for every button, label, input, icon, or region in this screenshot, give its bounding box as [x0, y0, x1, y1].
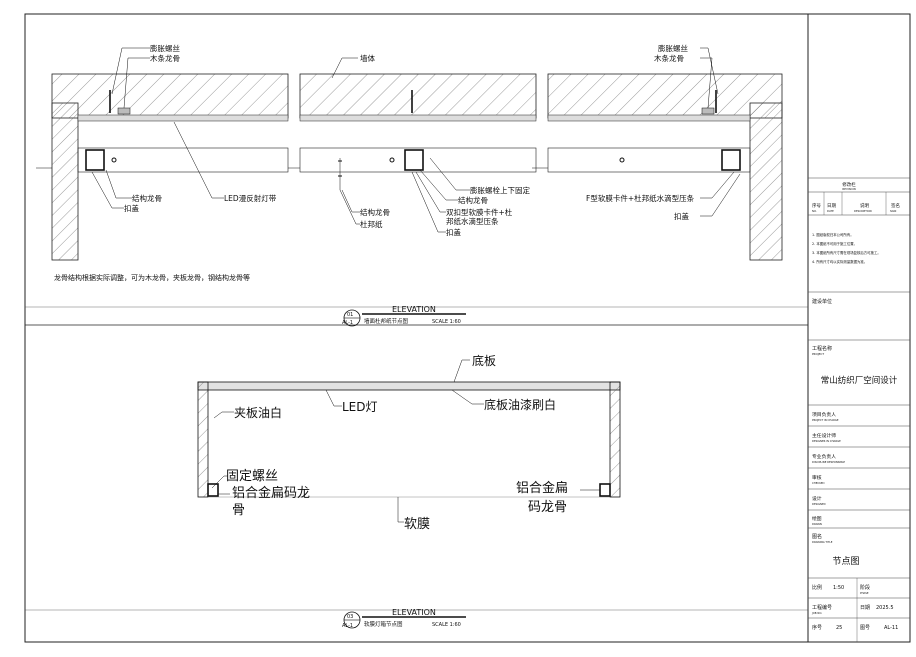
- sheet-border: [24, 13, 911, 643]
- label-right-f-clip: F型软膜卡件+杜邦纸水滴型压条: [586, 193, 695, 203]
- label-mid-dupont-paper: 杜邦纸: [360, 219, 383, 229]
- role-project-in-charge: 项目负责人: [812, 411, 836, 418]
- revision-title-en: REVISION: [842, 187, 855, 191]
- scale-label: 比例: [812, 584, 822, 591]
- label-bottom-base-board: 底板: [472, 353, 496, 368]
- detail-bottom: 底板 LED灯 底板油漆刷白 夹板油白 固定螺丝 铝合金扁码龙 骨 铝合金扁 码…: [197, 353, 621, 532]
- label-bottom-soft-film: 软膜: [404, 517, 430, 532]
- revision-col-desc-en: DESCRIPTION: [854, 209, 872, 213]
- role-drawn: 绘图: [812, 515, 822, 522]
- project-label-en: PROJECT: [812, 352, 824, 356]
- label-bottom-screw: 固定螺丝: [226, 469, 278, 484]
- elevation-1-heading: ELEVATION: [392, 305, 436, 314]
- label-mid-structure-keel: 结构龙骨: [458, 195, 488, 205]
- role-checked: 审核: [812, 474, 822, 481]
- role-designed-en: DESIGNED: [812, 502, 826, 506]
- drawing-title-label: 图名: [812, 533, 822, 540]
- elevation-tag-2: 03 AL-1 ELEVATION 软膜灯箱节点图 SCALE 1:60: [342, 608, 466, 629]
- label-left-anchor-bolt: 膨胀螺丝: [150, 43, 180, 53]
- note-4: 4. 所有尺寸均以实际测量数据为准。: [812, 259, 867, 264]
- label-right-anchor-bolt: 膨胀螺丝: [658, 43, 688, 53]
- elevation-tag-1: 01 AL-1 ELEVATION 墙面杜邦纸节点图 SCALE 1:60: [342, 305, 466, 327]
- label-mid-double-clip-1: 双扣型软膜卡件+杜: [446, 207, 513, 217]
- label-bottom-led: LED灯: [342, 400, 378, 414]
- drawing-no-value: AL-11: [884, 625, 898, 631]
- project-name: 常山纺织厂空间设计: [821, 375, 898, 386]
- elevation-2-number: 03: [347, 614, 353, 620]
- role-drawn-en: DRAWN: [812, 522, 822, 526]
- scale-value: 1:50: [833, 585, 844, 591]
- note-3: 3. 本图纸所有尺寸需在现场复核后方可施工。: [812, 250, 881, 255]
- elevation-1-scale: SCALE 1:60: [432, 319, 461, 325]
- elevation-2-scale: SCALE 1:60: [432, 622, 461, 628]
- revision-title: 修改栏: [842, 181, 856, 188]
- drawing-no-label: 图号: [860, 625, 870, 631]
- date-value: 2025.5: [876, 605, 894, 611]
- revision-col-no: 序号: [812, 202, 821, 209]
- label-left-wood-keel: 木条龙骨: [150, 53, 180, 63]
- stage-label: 阶段: [860, 584, 870, 591]
- label-mid-wall: 墙体: [360, 53, 375, 63]
- note-2: 2. 本图纸不可用于施工位置。: [812, 241, 857, 246]
- label-right-wood-keel: 木条龙骨: [654, 53, 684, 63]
- drawing-title: 节点图: [832, 556, 859, 567]
- project-label: 工程名称: [812, 345, 832, 352]
- revision-col-sign-en: SIGN: [890, 209, 896, 213]
- client-label: 建设单位: [812, 298, 832, 305]
- job-no-label: 工程编号: [812, 604, 832, 611]
- elevation-2-heading: ELEVATION: [392, 608, 436, 617]
- label-bottom-base-paint: 底板油漆刷白: [484, 397, 556, 412]
- role-project-in-charge-en: PROJECT IN CHARGE: [812, 418, 839, 422]
- label-bottom-alu-keel-left-1: 铝合金扁码龙: [232, 485, 310, 501]
- label-mid-anchor-bolt: 膨胀螺栓上下固定: [470, 185, 530, 195]
- label-mid-cover-cap: 扣盖: [446, 227, 461, 237]
- label-mid-double-clip-2: 邦纸水滴型压条: [446, 216, 499, 226]
- elevation-1-subtitle: 墙面杜邦纸节点图: [364, 317, 409, 325]
- elevation-1-sheet-ref: AL-1: [342, 320, 353, 326]
- label-left-led-strip: LED漫反射灯带: [224, 193, 277, 203]
- revision-col-sign: 签名: [891, 202, 900, 209]
- revision-col-desc: 说明: [860, 202, 869, 209]
- job-no-en: JOB NO.: [811, 611, 822, 615]
- detail-middle: 墙体 结构龙骨 杜邦纸 膨胀螺栓上下固定 结构龙骨 双扣型软膜卡件+杜 邦纸水滴…: [299, 53, 548, 237]
- detail-left: 膨胀螺丝 木条龙骨 结构龙骨 LED漫反射灯带 扣盖: [36, 43, 300, 261]
- label-bottom-alu-keel-right-2: 码龙骨: [528, 500, 567, 515]
- label-bottom-plywood: 夹板油白: [234, 405, 282, 420]
- elevation-2-subtitle: 软膜灯箱节点图: [364, 620, 403, 628]
- revision-col-date-en: DATE: [827, 209, 834, 213]
- elevation-2-sheet-ref: AL-1: [342, 623, 353, 629]
- stage-en: PHASE: [860, 591, 869, 595]
- role-checked-en: CHECKED: [812, 481, 825, 485]
- revision-col-no-en: NO.: [812, 209, 817, 213]
- label-left-cover-cap: 扣盖: [124, 203, 139, 213]
- role-discipline: 专业负责人: [812, 453, 836, 460]
- detail-right: 膨胀螺丝 木条龙骨 F型软膜卡件+杜邦纸水滴型压条 扣盖: [547, 43, 783, 261]
- elevation-1-number: 01: [347, 312, 353, 318]
- label-left-structure-keel: 结构龙骨: [132, 193, 162, 203]
- role-discipline-en: DISCIPLINE RESPONSIBLE: [812, 460, 845, 464]
- label-mid-structure-keel-left: 结构龙骨: [360, 207, 390, 217]
- label-bottom-alu-keel-right-1: 铝合金扁: [516, 480, 568, 496]
- revision-col-date: 日期: [827, 203, 836, 209]
- role-designer-in-charge: 主任设计师: [812, 432, 836, 439]
- note-1: 1. 图纸版权归本公司所有。: [812, 232, 854, 237]
- drawing-title-en: DRAWING TITLE: [812, 540, 833, 544]
- sheet-no-value: 25: [836, 625, 842, 631]
- title-block: 修改栏 REVISION 序号 日期 说明 签名 NO. DATE DESCRI…: [808, 177, 910, 642]
- label-bottom-alu-keel-left-2: 骨: [232, 503, 245, 518]
- keel-note: 龙骨结构根据实际调整，可为木龙骨，夹板龙骨，钢结构龙骨等: [54, 273, 250, 282]
- date-label: 日期: [860, 605, 870, 611]
- role-designer-in-charge-en: DESIGNER IN CHARGE: [812, 439, 841, 443]
- label-right-cover-cap: 扣盖: [674, 211, 689, 221]
- sheet-no-label: 序号: [812, 624, 822, 631]
- role-designed: 设计: [812, 495, 822, 502]
